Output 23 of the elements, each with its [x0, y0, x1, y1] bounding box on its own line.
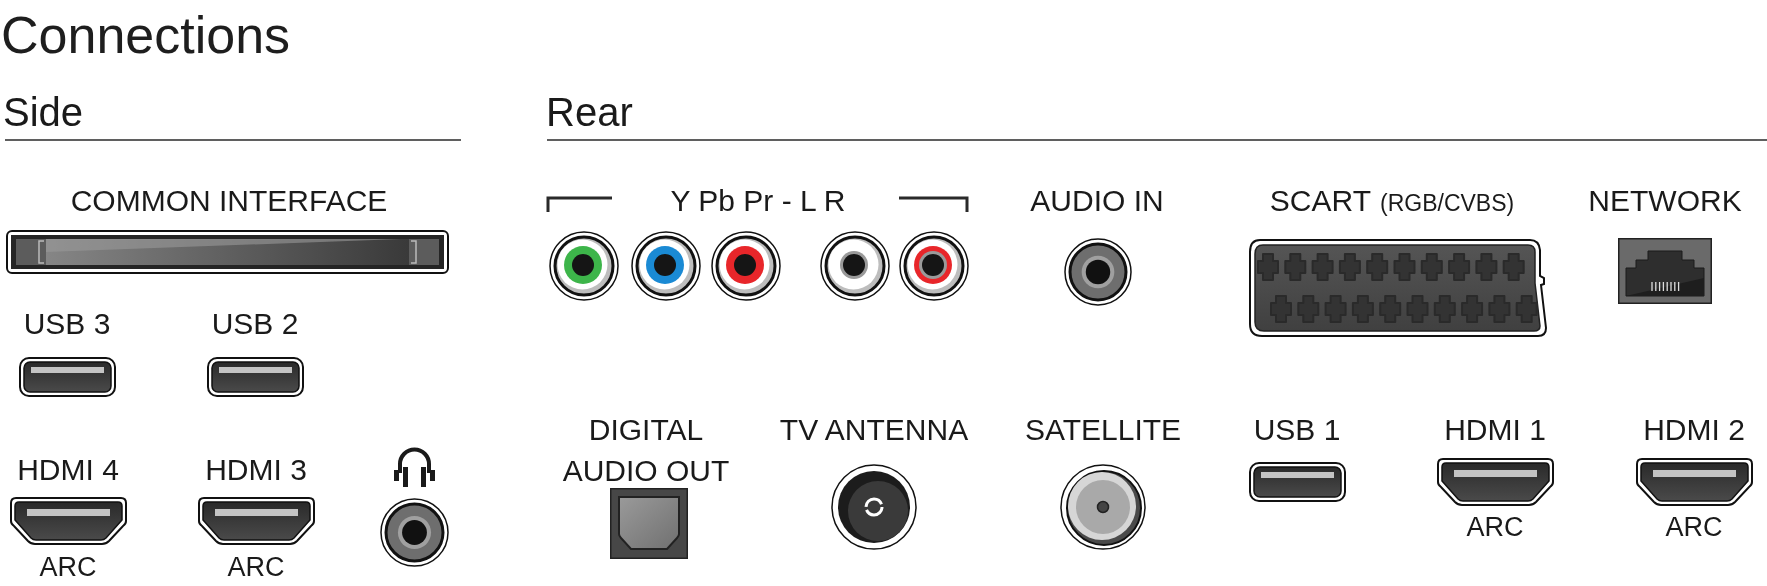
port-label: DIGITAL AUDIO OUT: [561, 412, 731, 490]
port-label: HDMI 4: [17, 454, 119, 485]
port-label: USB 2: [211, 308, 299, 339]
port-label: SCART: [1269, 185, 1371, 216]
port-label: ARC: [227, 554, 285, 582]
port-label: SATELLITE: [1024, 414, 1182, 445]
port-label: COMMON INTERFACE: [70, 185, 388, 216]
diagram-title: Connections: [1, 8, 291, 61]
port-label: ARC: [1466, 514, 1524, 542]
port-label: NETWORK: [1588, 185, 1742, 216]
port-label: HDMI 2: [1643, 414, 1745, 445]
port-label: Y Pb Pr - L R: [670, 185, 846, 216]
port-label: AUDIO IN: [1030, 185, 1164, 216]
port-label: TV ANTENNA: [779, 414, 969, 445]
port-label: USB 1: [1253, 414, 1341, 445]
port-label: ARC: [1665, 514, 1723, 542]
port-label: HDMI 3: [205, 454, 307, 485]
section-heading: Side: [3, 92, 84, 133]
port-label: USB 3: [23, 308, 111, 339]
port-label: (RGB/CVBS): [1380, 191, 1515, 215]
section-heading: Rear: [546, 92, 633, 133]
port-label: HDMI 1: [1444, 414, 1546, 445]
port-label: ARC: [39, 554, 97, 582]
